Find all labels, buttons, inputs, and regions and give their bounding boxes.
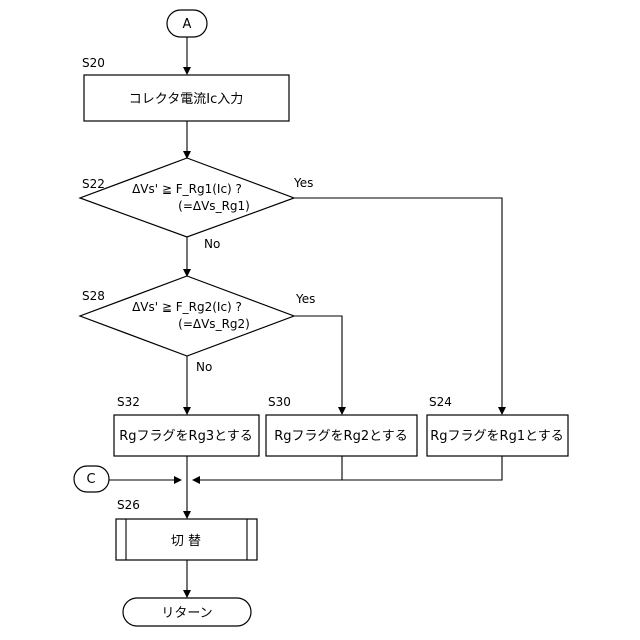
terminal-return-text: リターン — [161, 606, 212, 621]
connector-c-label: C — [86, 472, 95, 487]
decision-rg1: ΔVs' ≧ F_Rg1(Ic) ? (=ΔVs_Rg1) — [80, 158, 294, 237]
process-input-current-text: コレクタ電流Ic入力 — [129, 92, 243, 107]
decision-rg2: ΔVs' ≧ F_Rg2(Ic) ? (=ΔVs_Rg2) — [80, 276, 294, 356]
branch-yes-s28: Yes — [295, 292, 315, 306]
process-switch-text: 切 替 — [171, 534, 201, 549]
step-label-s24: S24 — [429, 395, 452, 409]
step-label-s20: S20 — [82, 56, 105, 70]
decision-rg2-line1: ΔVs' ≧ F_Rg2(Ic) ? — [132, 300, 242, 314]
process-input-current: コレクタ電流Ic入力 — [84, 75, 289, 121]
decision-rg1-line2: (=ΔVs_Rg1) — [178, 199, 250, 213]
process-rg2-text: RgフラグをRg2とする — [274, 429, 407, 444]
connector-a: A — [167, 10, 207, 37]
branch-no-s22: No — [204, 237, 220, 251]
arrow-s28-yes-to-s30 — [294, 316, 342, 414]
branch-no-s28: No — [196, 360, 212, 374]
decision-rg2-line2: (=ΔVs_Rg2) — [178, 317, 250, 331]
step-label-s22: S22 — [82, 177, 105, 191]
process-rg2: RgフラグをRg2とする — [266, 415, 417, 456]
process-rg3: RgフラグをRg3とする — [114, 415, 259, 456]
decision-rg1-line1: ΔVs' ≧ F_Rg1(Ic) ? — [132, 182, 242, 196]
process-rg3-text: RgフラグをRg3とする — [119, 429, 252, 444]
terminal-return: リターン — [123, 598, 251, 626]
step-label-s30: S30 — [268, 395, 291, 409]
branch-yes-s22: Yes — [293, 176, 313, 190]
connector-a-label: A — [183, 17, 192, 32]
step-label-s26: S26 — [117, 498, 140, 512]
step-label-s32: S32 — [117, 395, 140, 409]
line-s24-join — [193, 456, 502, 480]
step-label-s28: S28 — [82, 289, 105, 303]
process-rg1-text: RgフラグをRg1とする — [430, 429, 563, 444]
process-rg1: RgフラグをRg1とする — [427, 415, 568, 456]
process-switch: 切 替 — [116, 519, 257, 560]
connector-c: C — [74, 466, 109, 492]
arrow-s22-yes-to-s24 — [294, 198, 502, 414]
